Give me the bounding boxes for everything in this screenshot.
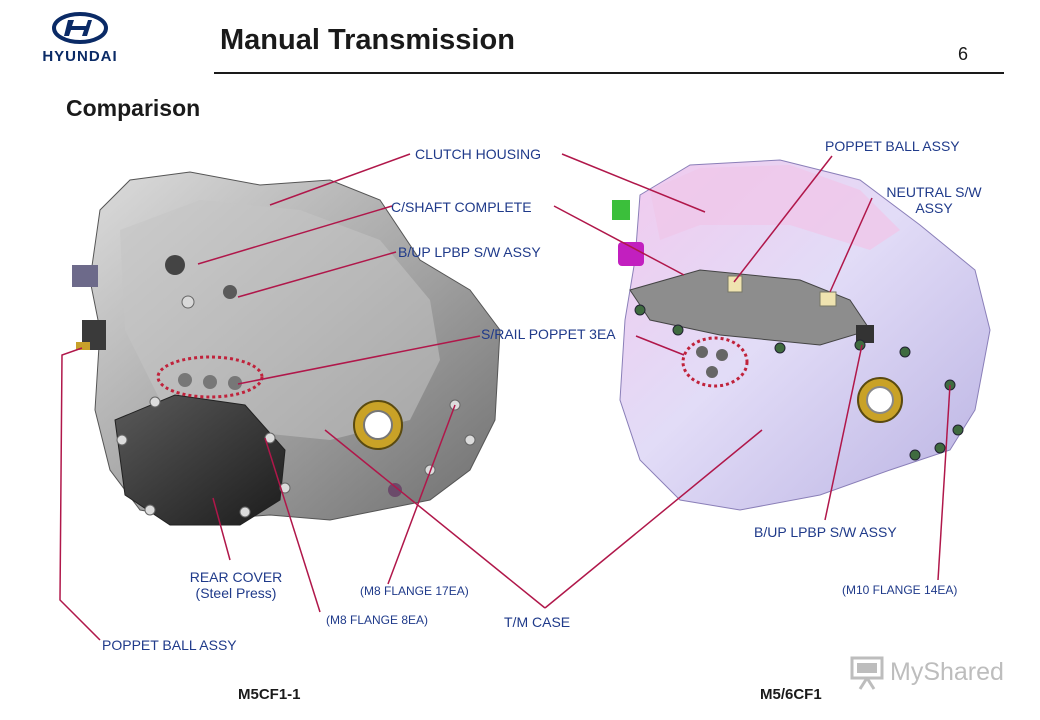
caption-right-model: M5/6CF1 [760,686,822,703]
label-bup-lpbp-left: B/UP LPBP S/W ASSY [398,244,541,260]
header-divider [214,72,1004,74]
leader-cshaft-right [553,205,685,276]
watermark: MyShared [846,654,1006,694]
right-transmission-image [612,159,991,511]
label-srail-poppet: S/RAIL POPPET 3EA [481,326,616,342]
label-bup-lpbp-right: B/UP LPBP S/W ASSY [754,524,897,540]
leader-bup-lpbp-left [237,251,397,298]
leader-cshaft-left [197,205,393,265]
left-transmission-image [72,171,501,526]
label-poppet-ball-top: POPPET BALL ASSY [825,138,960,154]
label-rear-cover-line1: REAR COVER [189,569,283,585]
leader-clutch-housing-right [561,153,706,213]
leader-poppet-bottom [59,347,101,641]
label-neutral-sw-line2: ASSY [915,200,953,216]
leader-clutch-housing-left [269,153,411,206]
label-m8-flange-17: (M8 FLANGE 17EA) [360,584,469,598]
leader-bup-lpbp-right [824,344,863,521]
label-rear-cover-line2: (Steel Press) [195,585,277,601]
leader-srail-right [635,335,685,356]
leader-srail-left [237,335,481,385]
label-poppet-ball-bottom: POPPET BALL ASSY [102,637,237,653]
label-tm-case: T/M CASE [504,614,571,630]
section-title: Comparison [66,95,201,121]
leader-poppet-top [733,155,833,283]
leader-m8-17 [387,404,456,585]
brand-name: HYUNDAI [42,48,118,65]
hyundai-logo-icon [52,12,108,44]
leader-m10-14 [937,384,951,581]
hyundai-logo: HYUNDAI [38,12,122,65]
label-neutral-sw-line1: NEUTRAL S/W [886,184,982,200]
label-m10-flange-14: (M10 FLANGE 14EA) [842,583,958,597]
presentation-board-icon [850,656,884,690]
label-clutch-housing: CLUTCH HOUSING [415,146,542,162]
leader-tm-case-right [544,429,763,609]
page-title: Manual Transmission [220,24,515,56]
label-cshaft-complete: C/SHAFT COMPLETE [391,199,532,215]
leader-neutral-sw [829,197,873,293]
watermark-text: MyShared [890,658,1004,686]
caption-left-model: M5CF1-1 [238,686,301,703]
leader-rear-cover [212,497,231,561]
leader-lines [59,153,951,641]
label-m8-flange-8: (M8 FLANGE 8EA) [326,613,429,627]
label-rear-cover: REAR COVER (Steel Press) [176,569,296,601]
leader-tm-case-left [324,429,546,609]
leader-m8-8 [264,437,321,613]
page-number: 6 [958,44,969,64]
label-neutral-sw: NEUTRAL S/W ASSY [878,184,990,216]
